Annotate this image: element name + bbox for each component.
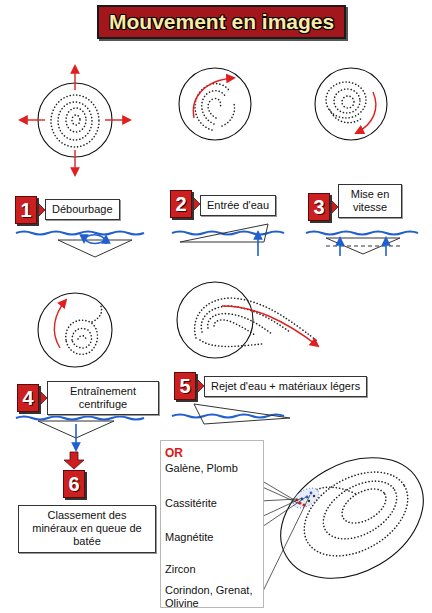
pan-top-view	[179, 68, 251, 140]
step-label: Entrée d'eau	[207, 199, 269, 212]
pan-top-view	[38, 293, 112, 367]
title-text: Mouvement en images	[109, 10, 334, 34]
step-box: Entraînement centrifuge	[47, 381, 159, 415]
step-box: Mise en vitesse	[338, 184, 402, 218]
callout-number: 1	[15, 196, 37, 224]
step-number: 6	[68, 474, 79, 494]
step-box: Entrée d'eau	[200, 195, 276, 216]
pan-top-view	[177, 282, 318, 358]
step-label: Débourbage	[52, 203, 113, 216]
mineral-name: Magnétite	[165, 531, 213, 544]
step-label: Rejet d'eau + matériaux légers	[211, 380, 360, 393]
pan-section	[16, 224, 418, 257]
step-label: Entraînement centrifuge	[54, 385, 152, 411]
callout-number: 2	[170, 190, 192, 218]
pan-top-view	[20, 66, 130, 175]
mineral-name: Zircon	[165, 563, 196, 576]
callout-number: 5	[174, 372, 196, 400]
leader-line	[263, 495, 310, 591]
step-number: 1	[20, 200, 31, 220]
callout-number: 4	[17, 384, 39, 412]
gold-label: OR	[165, 446, 183, 460]
gold-pan	[259, 433, 432, 603]
mineral-list: OR Galène, PlombCassitériteMagnétiteZirco…	[160, 440, 264, 608]
step-box: Débourbage	[45, 199, 120, 220]
mineral-name: Corindon, Grenat, Olivine	[165, 584, 259, 610]
step-number: 2	[175, 194, 186, 214]
step-box: Rejet d'eau + matériaux légers	[204, 376, 367, 397]
mineral-name: Cassitérite	[165, 497, 217, 510]
step-number: 5	[179, 376, 190, 396]
step-label: Mise en vitesse	[345, 188, 395, 214]
callout-number: 6	[63, 470, 85, 498]
callout-number: 3	[308, 193, 330, 221]
step-number: 3	[313, 197, 324, 217]
step-label: Classement des minéraux en queue de baté…	[25, 509, 149, 549]
title-banner: Mouvement en images	[97, 5, 346, 39]
step-number: 4	[22, 388, 33, 408]
mineral-name: Galène, Plomb	[165, 462, 238, 475]
callout-arrow	[37, 196, 338, 469]
step-box: Classement des minéraux en queue de baté…	[18, 505, 156, 553]
pan-top-view	[315, 68, 387, 140]
